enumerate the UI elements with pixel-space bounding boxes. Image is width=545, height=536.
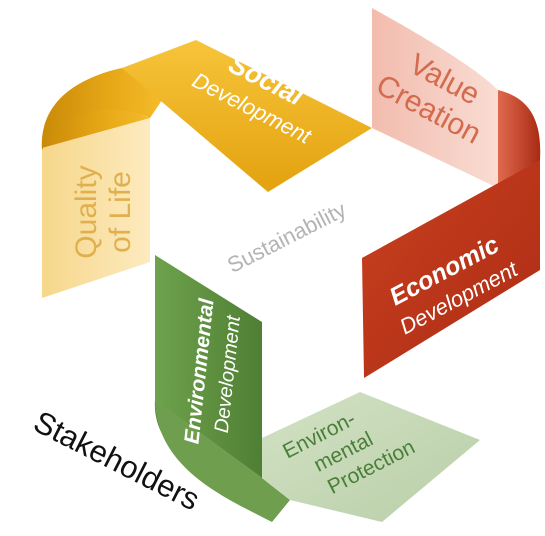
social-curve-2 xyxy=(41,68,162,150)
environmental-development-band xyxy=(155,255,262,478)
social-development-band xyxy=(122,40,372,192)
quality-line1: Quality xyxy=(70,165,103,258)
quality-of-life-band xyxy=(42,118,150,298)
environmental-protection-band xyxy=(262,392,480,522)
center-label: Sustainability xyxy=(223,197,350,278)
value-creation-band xyxy=(372,8,498,188)
economic-development-band xyxy=(362,160,540,378)
quality-line2: of Life xyxy=(104,171,137,253)
environmental-curve-2 xyxy=(155,400,290,522)
